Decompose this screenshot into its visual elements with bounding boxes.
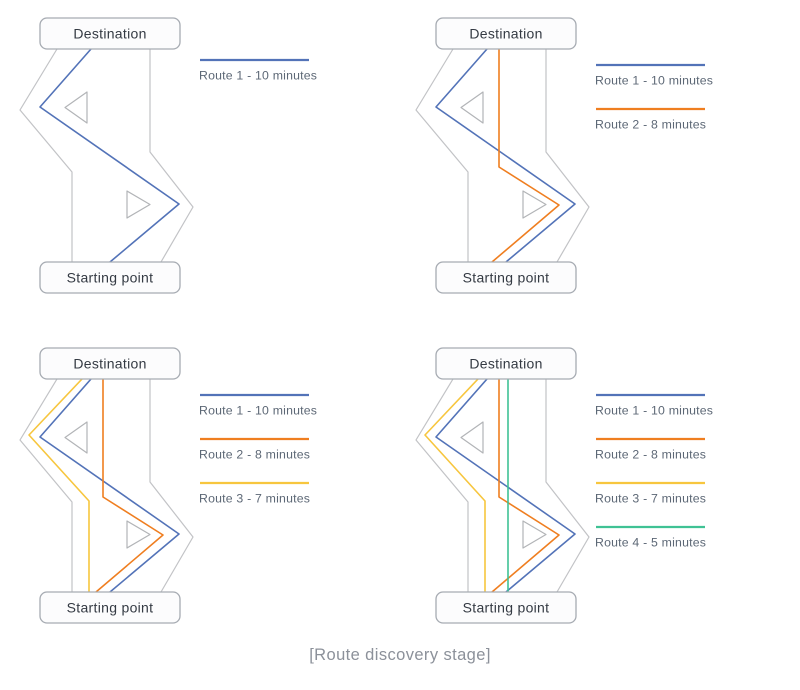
route-3-legend-label: Route 3 - 7 minutes xyxy=(199,492,310,506)
destination-label: Destination xyxy=(73,26,146,42)
start-node xyxy=(39,261,181,294)
road-arrow-left-icon xyxy=(64,91,88,124)
route-4-legend-label: Route 4 - 5 minutes xyxy=(595,536,706,550)
route-2-path xyxy=(95,379,164,593)
start-label: Starting point xyxy=(463,600,550,616)
route-2-path xyxy=(491,379,560,593)
start-label: Starting point xyxy=(67,600,154,616)
destination-label: Destination xyxy=(73,356,146,372)
route-3-legend-label: Route 3 - 7 minutes xyxy=(595,492,706,506)
road-arrow-right-icon xyxy=(126,520,151,549)
road-arrow-left-icon xyxy=(460,91,484,124)
route-1-legend-label: Route 1 - 10 minutes xyxy=(595,404,713,418)
start-node xyxy=(39,591,181,624)
road-arrow-right-icon xyxy=(522,190,547,219)
route-1-legend-label: Route 1 - 10 minutes xyxy=(199,404,317,418)
route-3-path xyxy=(424,378,486,592)
road-outline-left xyxy=(19,378,73,592)
route-2-legend-label: Route 2 - 8 minutes xyxy=(595,448,706,462)
start-node xyxy=(435,261,577,294)
road-outline-right xyxy=(149,379,194,593)
destination-node xyxy=(435,17,577,50)
route-1-path xyxy=(435,48,576,263)
start-label: Starting point xyxy=(67,270,154,286)
start-label: Starting point xyxy=(463,270,550,286)
destination-node xyxy=(39,17,181,50)
road-outline-right xyxy=(545,49,590,263)
road-outline-right xyxy=(545,379,590,593)
figure-caption: [Route discovery stage] xyxy=(309,646,491,664)
destination-label: Destination xyxy=(469,356,542,372)
route-1-legend-label: Route 1 - 10 minutes xyxy=(595,74,713,88)
route-2-legend-label: Route 2 - 8 minutes xyxy=(199,448,310,462)
road-outline-left xyxy=(19,48,73,262)
road-outline-right xyxy=(149,49,194,263)
route-2-path xyxy=(491,49,560,263)
destination-node xyxy=(435,347,577,380)
route-1-path xyxy=(39,48,180,263)
route-1-path xyxy=(39,378,180,593)
route-2-legend-label: Route 2 - 8 minutes xyxy=(595,118,706,132)
road-outline-left xyxy=(415,48,469,262)
road-outline-left xyxy=(415,378,469,592)
start-node xyxy=(435,591,577,624)
road-arrow-right-icon xyxy=(522,520,547,549)
route-3-path xyxy=(28,378,90,592)
road-arrow-left-icon xyxy=(460,421,484,454)
destination-node xyxy=(39,347,181,380)
route-1-legend-label: Route 1 - 10 minutes xyxy=(199,69,317,83)
route-1-path xyxy=(435,378,576,593)
road-arrow-right-icon xyxy=(126,190,151,219)
road-arrow-left-icon xyxy=(64,421,88,454)
destination-label: Destination xyxy=(469,26,542,42)
